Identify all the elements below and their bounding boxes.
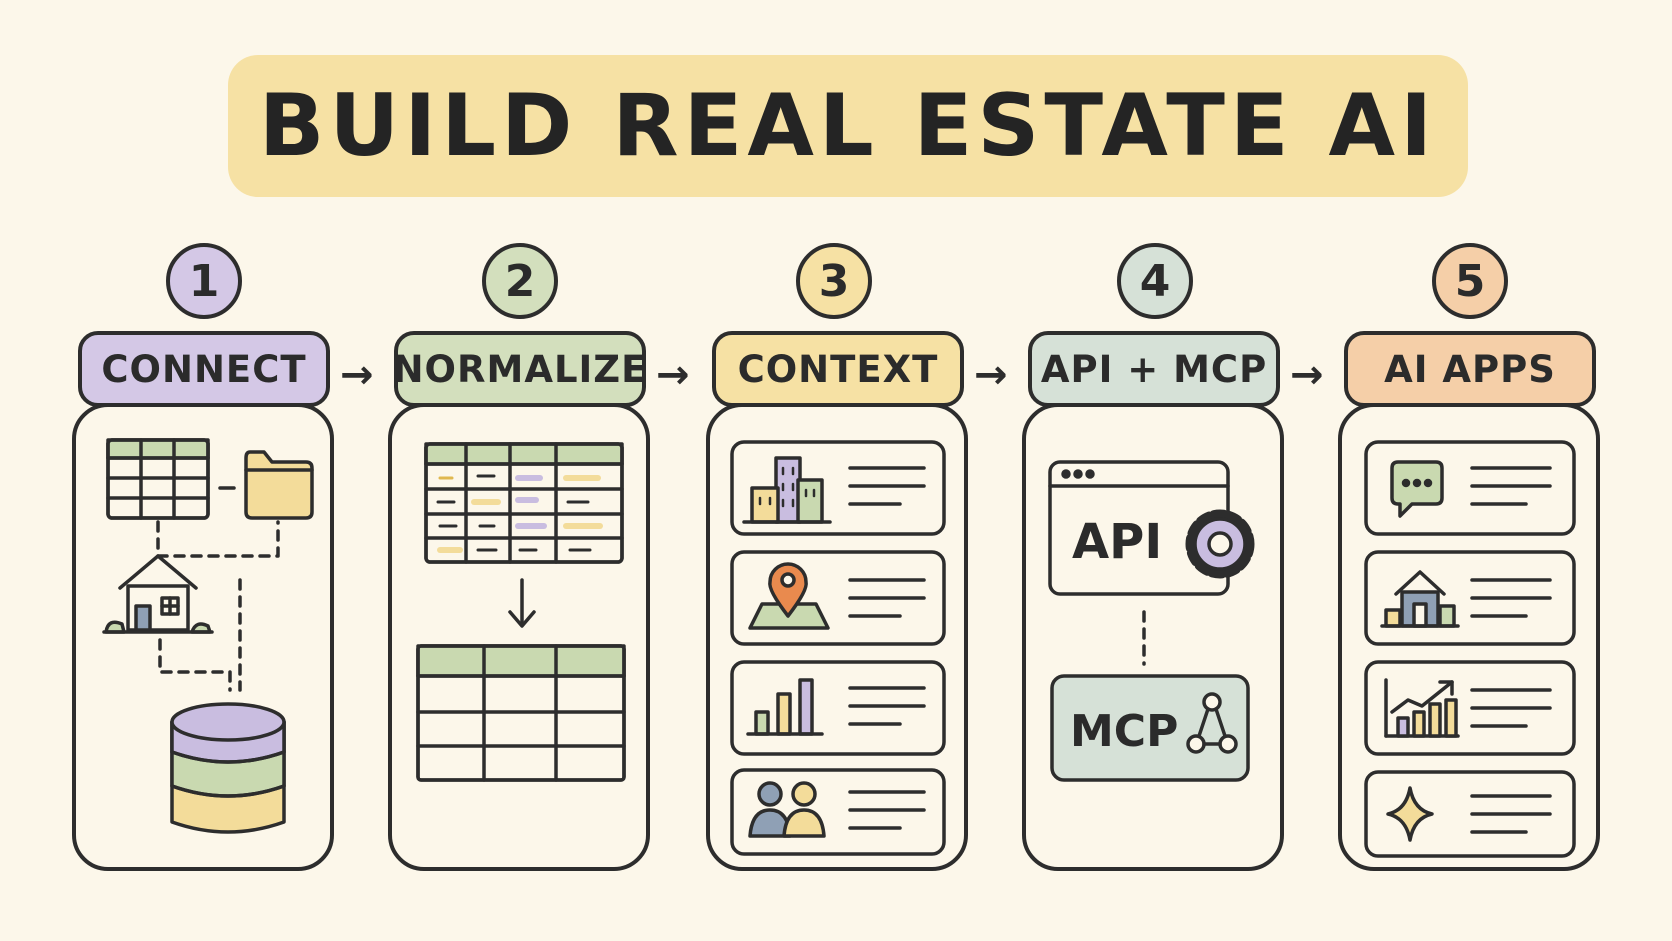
context-row-4 <box>730 768 946 856</box>
api-label: API <box>1072 514 1162 570</box>
table-icon <box>106 438 210 520</box>
down-arrow-icon <box>508 578 536 628</box>
context-row-2 <box>730 550 946 646</box>
arrow-right-icon: → <box>1290 352 1324 398</box>
page-title: BUILD REAL ESTATE AI <box>258 76 1438 176</box>
browser-window-icon <box>1048 460 1230 596</box>
step-2-number: 2 <box>482 243 558 319</box>
step-5-label: AI APPS <box>1344 331 1596 407</box>
bar-chart-icon <box>746 678 824 736</box>
network-icon <box>1186 692 1238 754</box>
arrow-right-icon: → <box>974 352 1008 398</box>
step-5-number: 5 <box>1432 243 1508 319</box>
arrow-right-icon: → <box>340 352 374 398</box>
chat-bubble-icon <box>1390 460 1444 518</box>
app-row-2 <box>1364 550 1576 646</box>
map-pin-icon <box>748 562 830 630</box>
database-icon <box>170 702 286 834</box>
mcp-panel <box>1050 674 1250 782</box>
title-banner: BUILD REAL ESTATE AI <box>228 55 1468 197</box>
people-icon <box>748 781 826 838</box>
house-icon <box>102 554 214 634</box>
step-1-label: CONNECT <box>78 331 330 407</box>
messy-table-icon <box>424 442 624 564</box>
app-row-3 <box>1364 660 1576 756</box>
folder-icon <box>244 450 314 520</box>
house-icon <box>1380 570 1460 628</box>
mcp-label: MCP <box>1070 706 1178 757</box>
app-row-4 <box>1364 770 1576 858</box>
buildings-icon <box>742 456 832 524</box>
step-2-label: NORMALIZE <box>393 331 646 407</box>
context-row-3 <box>730 660 946 756</box>
context-row-1 <box>730 440 946 536</box>
step-4-number: 4 <box>1117 243 1193 319</box>
trend-chart-icon <box>1384 678 1460 738</box>
step-1-number: 1 <box>166 243 242 319</box>
clean-table-icon <box>416 644 626 782</box>
step-3-label: CONTEXT <box>712 331 964 407</box>
sparkle-icon <box>1386 786 1434 842</box>
step-4-label: API + MCP <box>1028 331 1280 407</box>
arrow-right-icon: → <box>656 352 690 398</box>
gear-icon <box>1185 509 1255 579</box>
step-3-number: 3 <box>796 243 872 319</box>
app-row-1 <box>1364 440 1576 536</box>
